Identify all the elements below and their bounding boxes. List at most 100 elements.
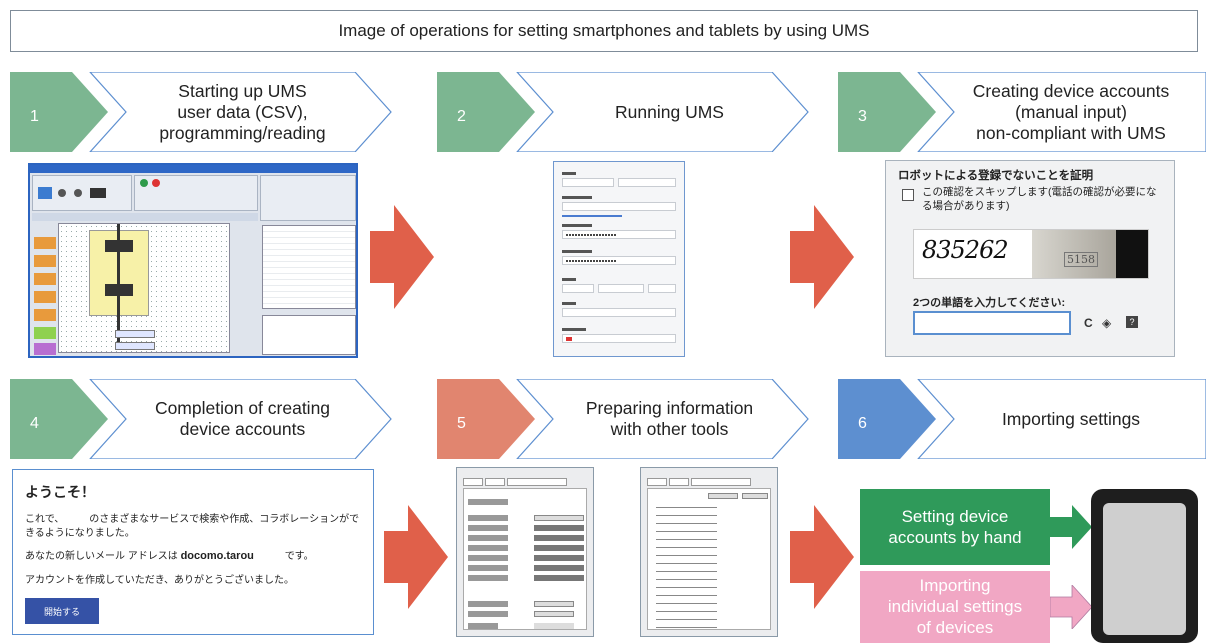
captcha-image: 835262 5158 — [913, 229, 1149, 279]
captcha-input[interactable] — [913, 311, 1071, 335]
device-icon — [38, 187, 52, 199]
step-6-badge — [838, 379, 936, 459]
audio-icon[interactable]: ◈ — [1102, 316, 1112, 330]
green-arrow — [1050, 505, 1092, 549]
email-address: docomo.tarou — [180, 550, 254, 562]
form-input — [562, 284, 594, 293]
form-label — [562, 196, 592, 199]
tablet-device — [1091, 489, 1198, 643]
step-5-number: 5 — [457, 415, 466, 432]
form-label — [562, 224, 592, 227]
flow-arrow-2 — [790, 205, 854, 309]
step-4-line-2: device accounts — [179, 419, 306, 439]
step-2-label: Running UMS — [542, 72, 797, 152]
manual-setting-line-1: Setting device — [901, 507, 1009, 526]
account-form-screenshot — [553, 161, 685, 357]
setting-row — [468, 535, 508, 541]
captcha-screenshot: ロボットによる登録でないことを証明 この確認をスキップします(電話の確認が必要に… — [885, 160, 1175, 357]
form-input — [562, 202, 676, 211]
setting-row — [468, 499, 508, 505]
step-1-line-2: user data (CSV), — [177, 101, 308, 122]
import-line-1: Importing — [919, 576, 991, 595]
form-input — [562, 308, 676, 317]
step-6-number: 6 — [858, 415, 867, 432]
step-5-label: Preparing information with other tools — [542, 379, 797, 459]
step-4-shapes — [10, 379, 392, 459]
captcha-photo — [1032, 230, 1116, 278]
data-table — [262, 225, 356, 309]
setting-field — [534, 545, 584, 551]
flow-arrow-3 — [384, 505, 448, 609]
step-4-chevron — [89, 379, 392, 459]
step-1-chevron — [89, 72, 392, 152]
welcome-screenshot: ようこそ！ これで、 のさまざまなサービスで検索や作成、コラボレーションがで き… — [12, 469, 374, 635]
refresh-icon[interactable]: C — [1084, 316, 1093, 330]
manual-setting-box: Setting device accounts by hand — [860, 489, 1050, 565]
form-link — [562, 215, 622, 217]
flow-canvas — [58, 223, 230, 353]
step-1-shapes — [10, 72, 392, 152]
step-2-line-1: Running UMS — [615, 101, 724, 122]
setting-field — [534, 601, 574, 607]
step-6-line-1: Importing settings — [1001, 408, 1141, 429]
start-button[interactable]: 開始する — [25, 598, 99, 624]
ums-software-screenshot — [28, 163, 358, 358]
device-icon — [58, 189, 66, 197]
window-tab — [691, 478, 751, 486]
run-icon — [140, 179, 148, 187]
flow-arrow-1 — [370, 205, 434, 309]
manual-setting-line-2: accounts by hand — [888, 528, 1022, 547]
setting-field — [534, 555, 584, 561]
step-5: 5 Preparing information with other tools — [437, 379, 822, 459]
device-icon — [74, 189, 82, 197]
tool-window-1 — [456, 467, 594, 637]
step-2-chevron — [516, 72, 809, 152]
toolbar-panel — [260, 175, 356, 221]
password-dots — [566, 234, 616, 236]
email-prefix: あなたの新しいメール アドレスは — [25, 551, 178, 562]
setting-row — [468, 515, 508, 521]
captcha-black-area — [1116, 230, 1148, 278]
toolbar-panel — [32, 175, 132, 211]
palette-block — [34, 273, 56, 285]
help-icon[interactable]: ? — [1126, 316, 1138, 328]
step-3-badge — [838, 72, 936, 152]
captcha-prompt: 2つの単語を入力してください: — [913, 297, 1066, 309]
palette-block — [34, 237, 56, 249]
settings-list-panel — [647, 488, 771, 630]
setting-row — [468, 611, 508, 617]
step-6: 6 Importing settings — [838, 379, 1206, 459]
email-suffix: です。 — [284, 551, 314, 562]
step-2-number: 2 — [457, 108, 466, 125]
form-input — [562, 230, 676, 239]
step-4-line-1: Completion of creating — [154, 398, 331, 418]
step-3-chevron — [917, 72, 1206, 152]
step-4-label: Completion of creating device accounts — [115, 379, 370, 459]
pink-arrow — [1050, 585, 1092, 629]
window-titlebar — [30, 165, 356, 173]
setting-field — [534, 525, 584, 531]
flow-node — [115, 330, 155, 338]
step-4: 4 Completion of creating device accounts — [10, 379, 395, 459]
setting-row — [468, 601, 508, 607]
step-3-number: 3 — [858, 108, 867, 125]
step-2-badge — [437, 72, 535, 152]
setting-field — [534, 611, 574, 617]
palette-block — [34, 327, 56, 339]
step-5-chevron — [516, 379, 809, 459]
skip-checkbox[interactable] — [902, 189, 914, 201]
setting-field — [534, 565, 584, 571]
step-3-line-3: non-compliant with UMS — [976, 122, 1166, 143]
step-3: 3 Creating device accounts (manual input… — [838, 72, 1206, 152]
toolbar-row — [32, 213, 258, 221]
step-3-shapes — [838, 72, 1206, 152]
import-line-2: individual settings — [887, 597, 1023, 616]
setting-field — [742, 493, 768, 499]
settings-panel — [463, 488, 587, 630]
import-settings-box: Importing individual settings of devices — [860, 571, 1050, 643]
flag-icon — [566, 337, 572, 341]
welcome-title: ようこそ！ — [25, 484, 95, 500]
form-input — [562, 256, 676, 265]
window-tab — [463, 478, 483, 486]
captcha-word: 835262 — [922, 236, 1009, 264]
